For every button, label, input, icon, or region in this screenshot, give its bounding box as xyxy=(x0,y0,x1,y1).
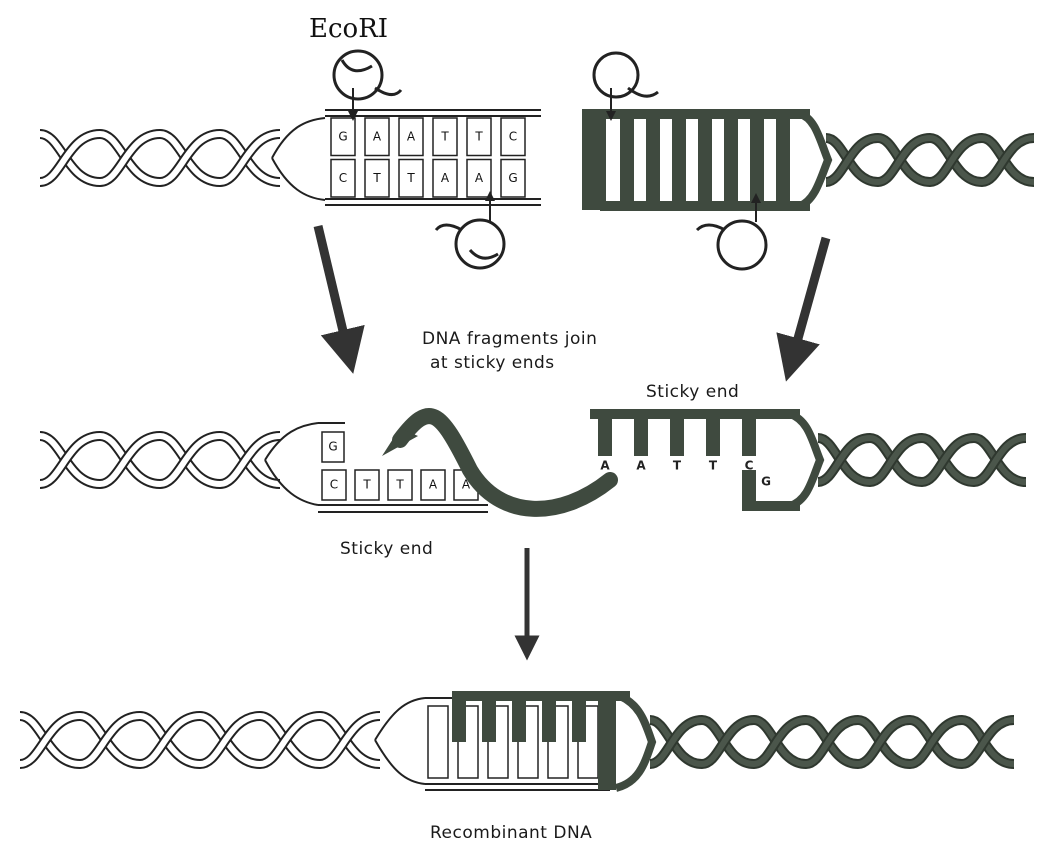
dark-base xyxy=(634,418,648,456)
helix-top-left xyxy=(40,118,325,200)
dark-base-pair xyxy=(452,700,466,742)
base-letter-top: T xyxy=(440,129,449,143)
fragments-join-line2: at sticky ends xyxy=(430,353,555,373)
base-letter-bottom: C xyxy=(339,171,347,185)
dark-base-pair xyxy=(776,116,790,204)
dark-base-pair xyxy=(750,116,764,204)
base-letter-bottom: G xyxy=(761,475,771,489)
dark-base-pair xyxy=(620,116,634,204)
fork-top xyxy=(375,698,425,740)
enzyme-top-left-lower xyxy=(436,196,504,268)
base-letter-bottom: A xyxy=(475,171,484,185)
base-letter-top: C xyxy=(509,129,517,143)
helix-middle-left xyxy=(40,423,318,505)
recombinant-insert xyxy=(375,696,652,790)
dark-fork xyxy=(616,696,652,788)
base-letter-top: G xyxy=(338,129,347,143)
helix-bottom-right xyxy=(650,720,1014,764)
base-letter-bottom: C xyxy=(330,478,338,492)
ecori-title: EcoRI xyxy=(309,14,388,44)
base-letter-top: T xyxy=(673,459,682,473)
enzyme-top-right-upper xyxy=(594,53,658,116)
base-letter-bottom: T xyxy=(362,478,371,492)
fragments-join-line1: DNA fragments join xyxy=(422,329,597,349)
base-letter-top: T xyxy=(474,129,483,143)
helix-top-right xyxy=(826,138,1034,182)
sticky-end-right-label: Sticky end xyxy=(646,382,739,402)
dark-end-block xyxy=(598,700,616,790)
dark-base-pair xyxy=(542,700,556,742)
helix-middle-right xyxy=(818,438,1026,482)
base-letter-bottom: A xyxy=(441,171,450,185)
base-letter-bottom: T xyxy=(406,171,415,185)
dark-base-pair xyxy=(698,116,712,204)
helix-bottom-left xyxy=(20,716,380,764)
base-letter-top: A xyxy=(600,459,610,473)
sticky-end-left-label: Sticky end xyxy=(340,539,433,559)
base-letter-top: G xyxy=(328,440,337,454)
dark-base-pair xyxy=(672,116,686,204)
arrow-left-down xyxy=(318,226,348,352)
dark-base-bottom xyxy=(742,470,756,506)
base-letter-bottom: G xyxy=(508,171,517,185)
base-letter-top: T xyxy=(709,459,718,473)
base-letter-top: A xyxy=(407,129,416,143)
recombinant-label: Recombinant DNA xyxy=(430,823,592,843)
arrow-right-down xyxy=(792,238,826,360)
dark-base xyxy=(706,418,720,456)
dark-base xyxy=(742,418,756,456)
fork-bottom xyxy=(375,740,425,784)
base-letter-bottom: T xyxy=(372,171,381,185)
dark-base-pair xyxy=(482,700,496,742)
dark-base-pair xyxy=(512,700,526,742)
dark-fork xyxy=(800,114,828,206)
dark-base xyxy=(598,418,612,456)
top-right-dark-fragment xyxy=(582,112,828,210)
base-letter-top: A xyxy=(636,459,646,473)
dark-base-pair xyxy=(572,700,586,742)
dark-base xyxy=(670,418,684,456)
dark-base-pair xyxy=(646,116,660,204)
light-base-pair xyxy=(428,706,448,778)
base-letter-top: A xyxy=(373,129,382,143)
dark-fork xyxy=(790,414,820,506)
dark-base-pair xyxy=(724,116,738,204)
dark-end-block xyxy=(582,112,606,210)
top-left-base-insert: G C A T A T T A T A C G xyxy=(325,110,541,205)
enzyme-top-left-upper xyxy=(334,51,401,116)
base-letter-bottom: T xyxy=(395,478,404,492)
base-letter-bottom: A xyxy=(429,478,438,492)
